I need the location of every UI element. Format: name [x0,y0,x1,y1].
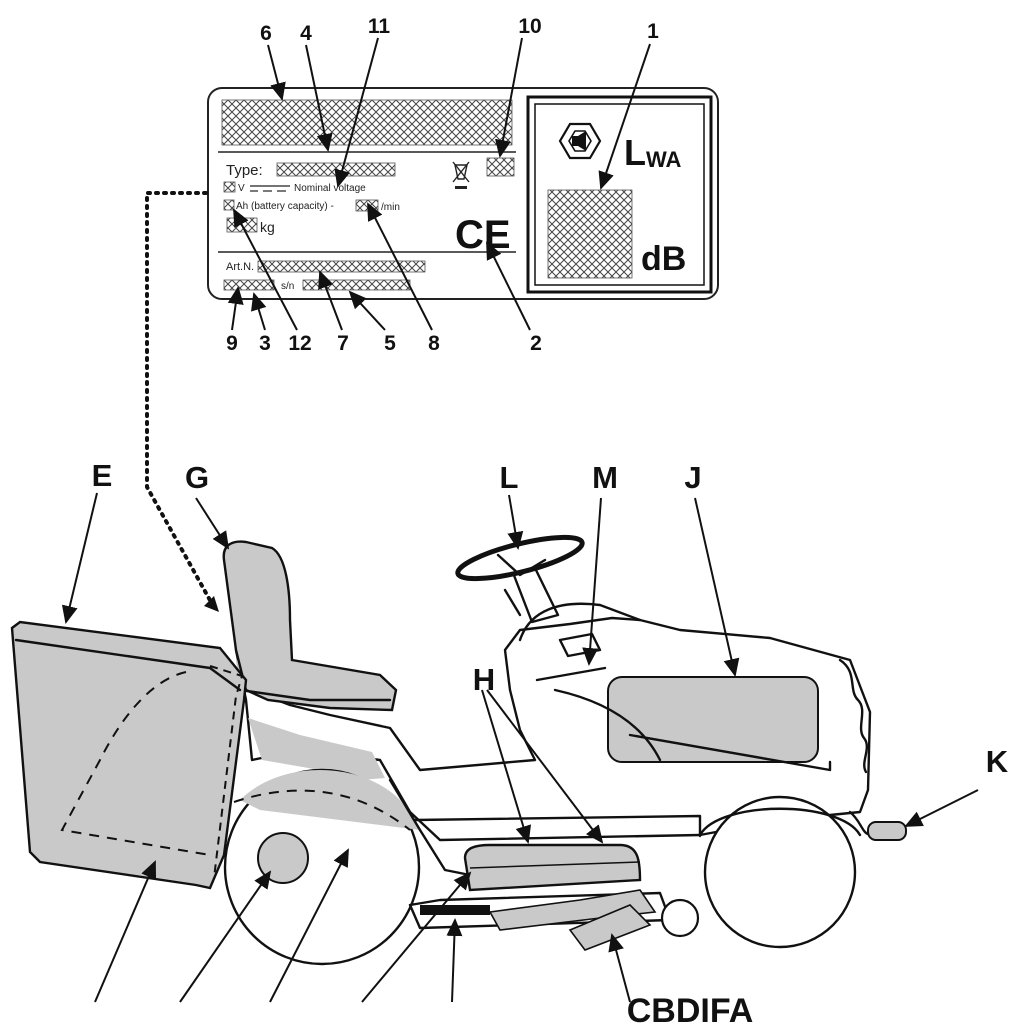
nominal-voltage-text: Nominal voltage [294,183,366,194]
battery-capacity-text: Ah (battery capacity) - [236,201,334,212]
lwa-label: LWA [624,132,682,173]
front-wheel [703,795,857,949]
lawn-tractor [10,534,907,966]
callout-10: 10 [518,15,541,38]
deck-roller [660,898,700,938]
callout-5: 5 [384,332,396,355]
grass-catcher [10,620,248,890]
plate-location-dotted-line [145,191,213,604]
model-field [223,279,275,291]
callout-6: 6 [260,22,272,45]
callout-M: M [592,460,618,495]
callout-G: G [185,460,209,495]
callout-2: 2 [530,332,542,355]
callout-12: 12 [288,332,311,355]
steering-wheel [455,534,585,582]
callout-K: K [986,744,1009,779]
callout-H: H [473,662,495,697]
year-field [486,157,515,177]
callout-cbdifa: CBDIFA [627,992,754,1029]
mower-deck [463,843,642,892]
callout-11: 11 [368,15,391,38]
per-min-text: /min [381,202,400,213]
volt-unit: V [238,183,245,194]
machine-callouts: E G L M J H K CBDIFA [92,458,1009,1029]
callout-8: 8 [428,332,440,355]
ce-mark: CE [455,213,511,257]
sound-value-field [547,189,633,279]
callout-9: 9 [226,332,238,355]
art-n-label: Art.N. [226,261,254,273]
callout-J: J [684,460,701,495]
plate-callouts: 6 4 11 10 1 9 3 12 7 5 8 2 [226,15,659,355]
kg-text: kg [260,219,275,235]
type-label: Type: [226,162,263,179]
seat [222,540,398,712]
machine-leader-lines [61,492,979,1003]
callout-L: L [500,460,519,495]
speed-field [355,199,379,212]
manufacturer-field [221,99,513,146]
callout-1: 1 [647,20,659,43]
plate-leader-lines [227,37,651,331]
sn-label: s/n [281,281,294,292]
rating-plate: Type: V Nominal voltage Ah (battery capa… [207,87,719,300]
article-number-field [257,260,426,273]
callout-3: 3 [259,332,271,355]
rear-wheel-hub [257,832,309,884]
weee-bin-icon [452,161,470,189]
headlight [867,821,907,841]
callout-4: 4 [300,22,312,45]
callout-7: 7 [337,332,349,355]
callout-E: E [92,458,113,493]
db-label: dB [641,240,686,278]
type-field [276,162,396,177]
loudspeaker-icon [558,122,602,160]
serial-number-field [302,279,411,291]
